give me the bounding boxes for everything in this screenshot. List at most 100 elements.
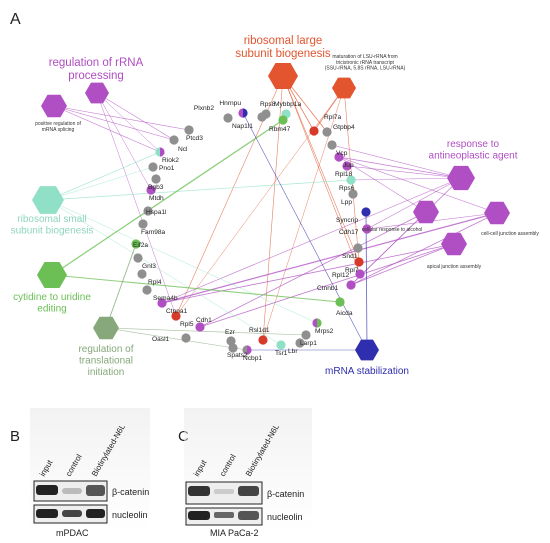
- blot-c-band-control-1: [214, 489, 234, 494]
- term-node-apic-hexagon: [441, 232, 467, 256]
- gene-node-mrps2-right-half: [317, 318, 322, 328]
- gene-node-cdh1: [195, 322, 205, 332]
- gene-label-rsl1d1: Rsl1d1: [249, 327, 270, 334]
- blot-c-band-biotin-2: [238, 511, 259, 520]
- gene-label-rpl7a: Rpl7a: [324, 114, 342, 121]
- edge-anti-jup: [338, 156, 462, 179]
- gene-label-rps6: Rps6: [339, 185, 355, 192]
- blot-c-cell-line: MIA PaCa-2: [210, 528, 259, 538]
- edge-junc-ctnna1: [161, 212, 498, 304]
- term-nodes: [32, 63, 510, 361]
- gene-label-cdh1: Cdh1: [196, 317, 212, 324]
- edge-ssu-riok2: [47, 151, 161, 201]
- gene-label-gnl3: Gnl3: [142, 263, 156, 270]
- edge-anti-cdh17: [366, 177, 462, 230]
- gene-node-lbr: [295, 338, 305, 348]
- gene-node-rpl7: [354, 257, 364, 267]
- term-label-apical: apical junction assembly: [427, 264, 482, 270]
- gene-label-rpl12: Rpl12: [332, 272, 350, 279]
- edge-anti-rpl18: [346, 165, 462, 179]
- gene-node-jup: [334, 152, 344, 162]
- term-node-lsu-hexagon: [268, 63, 298, 89]
- gene-node-larp1: [301, 330, 311, 340]
- gene-node-oasl1: [181, 333, 191, 343]
- gene-label-ezr: Ezr: [225, 329, 236, 336]
- gene-node-mtdh: [146, 185, 156, 195]
- gene-node-cdh17: [362, 224, 372, 234]
- blot-c-band-input-2: [188, 511, 210, 520]
- gene-node-aicda: [335, 297, 345, 307]
- gene-label-sema4b: Sema4b: [153, 295, 178, 302]
- gene-node-riok2-right-half: [160, 147, 165, 157]
- blot-b-band-biotin-1: [86, 485, 105, 496]
- edge-mrna-syncrip: [365, 211, 368, 351]
- gene-node-hnrnpu-left-half: [238, 108, 243, 118]
- gene-node-gnl3: [133, 253, 143, 263]
- blot-c-band-name-2: nucleolin: [267, 512, 303, 522]
- gene-label-ncl: Ncl: [178, 146, 188, 153]
- gene-label-lbr: Lbr: [288, 348, 298, 355]
- gene-label-rbm47: Rbm47: [269, 126, 291, 133]
- term-label-alcohol: cellular response to alcohol: [362, 227, 423, 233]
- edge-trans-larp1: [105, 327, 307, 336]
- edge-ssu-tsr1: [47, 199, 282, 346]
- gene-node-ncbp1-right-half: [247, 345, 252, 355]
- gene-label-cdh17: Cdh17: [339, 229, 359, 236]
- gene-node-gtpbp4: [322, 127, 332, 137]
- gene-label-riok2: Riok2: [162, 157, 179, 164]
- gene-node-rsl1d1: [258, 335, 268, 345]
- gene-label-plxnb2: Plxnb2: [194, 105, 214, 112]
- gene-node-vcp: [327, 140, 337, 150]
- gene-label-rpl18: Rpl18: [335, 171, 353, 178]
- gene-label-rps8: Rps8: [260, 101, 276, 108]
- term-label-junction-assembly: cell-cell junction assembly: [481, 231, 539, 237]
- edge-apic-ctnnb1: [350, 243, 455, 286]
- gene-node-ptcd3: [184, 125, 194, 135]
- term-node-ssu-hexagon: [32, 186, 64, 214]
- gene-node-rpl4: [137, 269, 147, 279]
- edge-rrna-ptcd3: [53, 105, 190, 131]
- gene-node-rbm47: [278, 115, 288, 125]
- gene-label-mybbp1a: Mybbp1a: [274, 101, 301, 108]
- edge-junc-jup: [338, 156, 498, 214]
- gene-node-ncl: [169, 135, 179, 145]
- edge-rrna2-mtdh: [96, 92, 152, 191]
- gene-label-spats2: Spats2: [227, 352, 248, 359]
- blot-b-band-name-2: nucleolin: [112, 510, 148, 520]
- term-node-rrna-hexagon: [41, 94, 67, 118]
- gene-label-mrps2: Mrps2: [315, 328, 334, 335]
- edge-junc-ctnnb1: [350, 212, 498, 286]
- edge-apic-cdh1: [199, 243, 455, 328]
- edge-alc-cdh1: [199, 211, 427, 328]
- term-node-junc-hexagon: [484, 201, 510, 225]
- term-node-lsumat-hexagon: [332, 77, 356, 99]
- gene-label-hspa1l: Hspa1l: [146, 209, 167, 216]
- blot-c-band-input-1: [188, 486, 210, 496]
- gene-label-syncrip: Syncrip: [336, 217, 358, 224]
- gene-node-riok2-left-half: [155, 147, 160, 157]
- edge-anti-rps6: [350, 177, 462, 181]
- edge-rrna-riok2: [53, 105, 161, 153]
- edge-ssu-mrps2: [47, 199, 318, 324]
- gene-node-eif2a: [131, 239, 141, 249]
- edge-anti-vcp: [331, 144, 462, 179]
- gene-node-ezr: [226, 336, 236, 346]
- gene-node-rpl18: [342, 161, 352, 171]
- edge-apic-ctnna1: [161, 243, 455, 304]
- edge-trans-ncbp1: [105, 327, 248, 351]
- blot-b-band-control-1: [62, 488, 82, 494]
- term-node-alc-hexagon: [413, 200, 439, 224]
- term-node-cyt-hexagon: [37, 262, 67, 288]
- gene-label-vcp: Vcp: [336, 150, 348, 157]
- gene-nodes: [131, 108, 372, 355]
- gene-node-fam98a: [138, 219, 148, 229]
- edge-rrna2-rpl5: [96, 92, 177, 317]
- edge-trans-eif2a: [105, 243, 137, 329]
- gene-label-ctnnb1: Ctnnb1: [317, 285, 339, 292]
